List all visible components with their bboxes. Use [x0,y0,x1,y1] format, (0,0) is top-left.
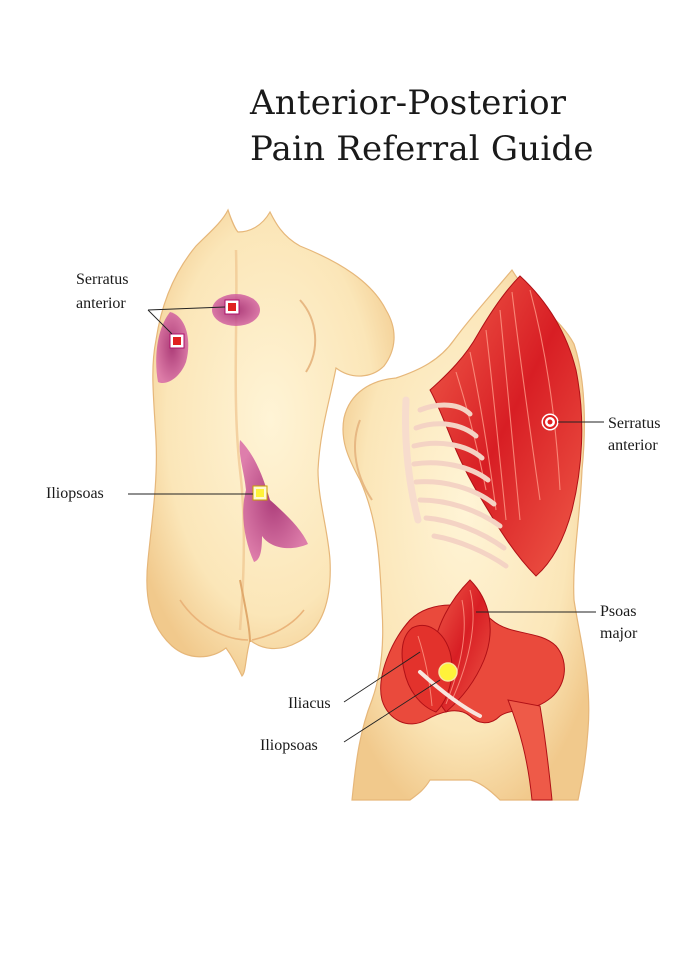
title-line-1: Anterior-Posterior [250,83,567,123]
anterior-torso [342,268,604,801]
trigger-point-serratus-upper [224,299,240,315]
label-right-serratus-line1: Serratus [608,415,661,432]
label-psoas-line1: Psoas [600,603,637,620]
leader-iliacus [343,651,421,703]
muscle-fibers [455,289,561,521]
inguinal-ligament [418,670,482,718]
title-line-2: Pain Referral Guide [250,129,594,169]
rib-cage [411,402,509,569]
iliopsoas-referral-zone [239,440,308,562]
label-right-serratus-line2: anterior [608,437,658,454]
arm-contour [354,419,373,501]
posterior-torso [128,208,395,678]
scapula-contour [299,299,317,373]
page-title: Anterior-Posterior Pain Referral Guide [250,80,594,172]
label-left-iliopsoas: Iliopsoas [46,485,104,502]
psoas-fibers [417,589,474,707]
label-iliacus: Iliacus [288,695,331,712]
leader-left-serratus-a [147,306,226,311]
label-right-iliopsoas: Iliopsoas [260,737,318,754]
label-left-serratus-line1: Serratus [76,271,129,288]
gluteal-fold [179,599,305,641]
trigger-point-serratus-anterior [541,413,559,431]
sternum [402,396,422,524]
gluteal-cleft [239,579,251,643]
leader-right-iliopsoas [343,679,441,743]
femur [507,699,553,801]
trigger-point-iliopsoas-posterior [252,485,268,501]
label-psoas-line2: major [600,625,638,642]
posterior-torso-silhouette [146,208,395,678]
trigger-point-serratus-lower [169,333,185,349]
leader-left-serratus-b [147,309,173,335]
trigger-point-iliopsoas-anterior [438,662,458,682]
label-left-serratus-line2: anterior [76,295,126,312]
